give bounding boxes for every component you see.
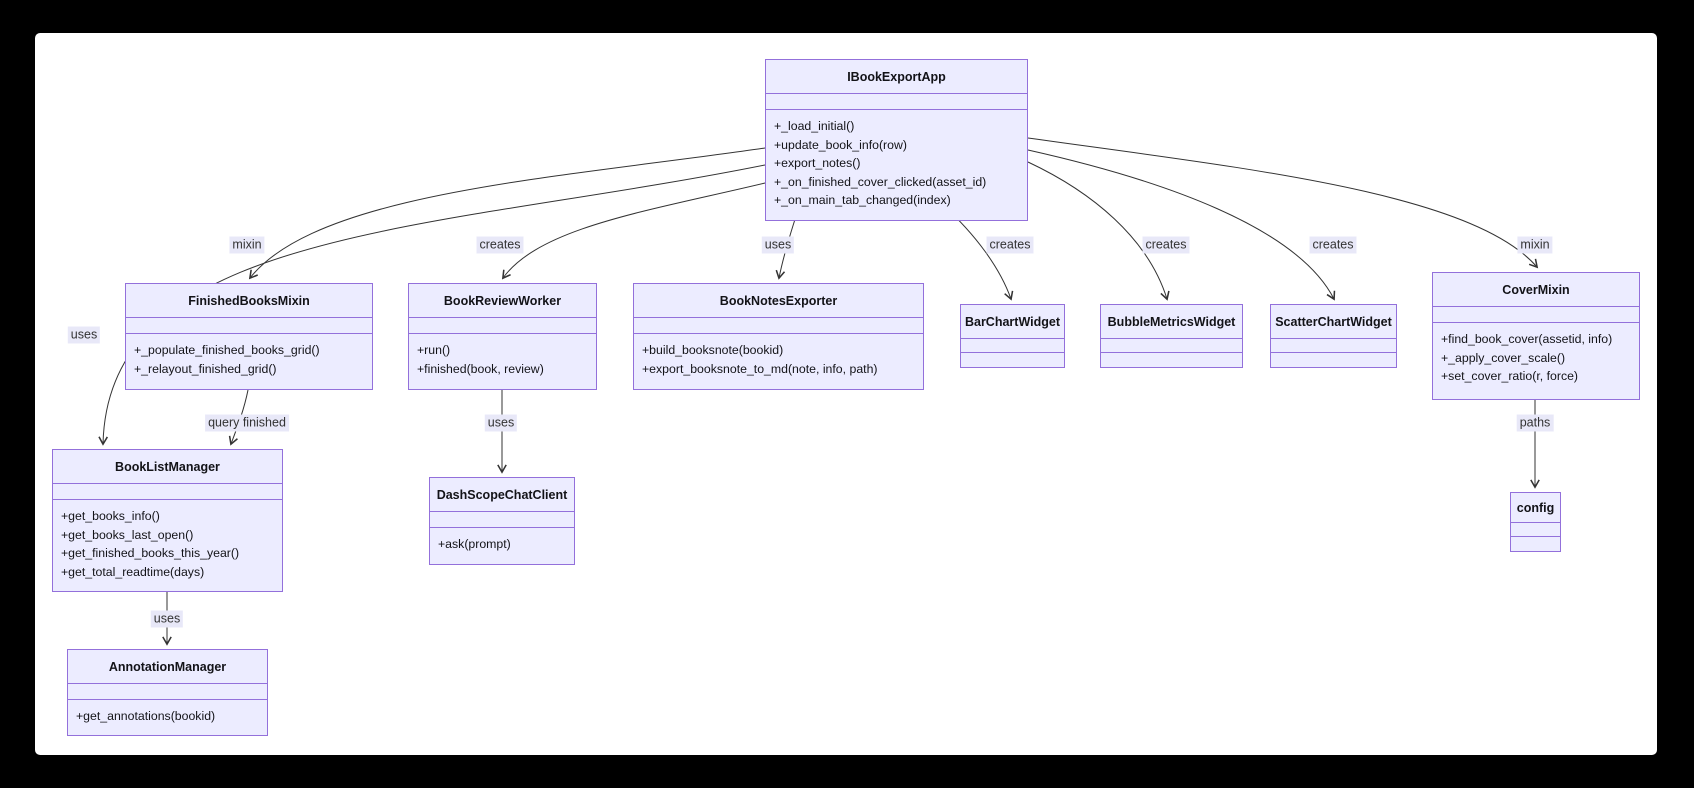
method: +get_books_info(): [61, 509, 160, 523]
method: +build_booksnote(bookid): [642, 343, 784, 357]
method: +set_cover_ratio(r, force): [1441, 369, 1579, 383]
class-scatterchartwidget: ScatterChartWidget: [1270, 304, 1397, 368]
method: +_apply_cover_scale(): [1441, 350, 1566, 365]
class-methods: +build_booksnote(bookid) +export_booksno…: [634, 334, 923, 389]
edge-label-uses-dashscopechatclient: uses: [484, 414, 518, 432]
class-methods: +get_books_info() +get_books_last_open()…: [53, 500, 282, 591]
edge-label-paths-config: paths: [1516, 414, 1554, 432]
method: +export_notes(): [774, 156, 861, 170]
class-title: DashScopeChatClient: [430, 478, 574, 512]
class-bubblemetricswidget: BubbleMetricsWidget: [1100, 304, 1243, 368]
edge-label-uses-booknotesexporter: uses: [761, 236, 795, 254]
edge-label-creates-barchartwidget: creates: [986, 236, 1034, 254]
class-attributes-empty: [1271, 339, 1396, 353]
edge-label-uses-booklistmanager: uses: [67, 326, 101, 344]
method: +_on_finished_cover_clicked(asset_id): [774, 174, 987, 189]
class-booklistmanager: BookListManager +get_books_info() +get_b…: [52, 449, 283, 592]
method: +get_finished_books_this_year(): [61, 546, 240, 560]
edge-label-creates-bookreviewworker: creates: [476, 236, 524, 254]
method: +run(): [417, 343, 451, 357]
class-attributes-empty: [766, 94, 1027, 110]
class-barchartwidget: BarChartWidget: [960, 304, 1065, 368]
class-methods: +_load_initial() +update_book_info(row) …: [766, 110, 1027, 220]
class-dashscopechatclient: DashScopeChatClient +ask(prompt): [429, 477, 575, 565]
class-attributes-empty: [1101, 339, 1242, 353]
edge-label-mixin-covermixin: mixin: [1517, 236, 1553, 254]
edge-label-query-finished: query finished: [205, 414, 289, 432]
class-attributes-empty: [1511, 523, 1560, 537]
edge-label-mixin-finishedbooksmixin: mixin: [229, 236, 265, 254]
class-attributes-empty: [409, 318, 596, 334]
method: +update_book_info(row): [774, 137, 907, 152]
class-covermixin: CoverMixin +find_book_cover(assetid, inf…: [1432, 272, 1640, 400]
method: +ask(prompt): [438, 537, 511, 551]
class-title: ScatterChartWidget: [1271, 305, 1396, 339]
class-attributes-empty: [1433, 307, 1639, 323]
class-methods-empty: [1101, 353, 1242, 367]
class-attributes-empty: [634, 318, 923, 334]
method: +get_annotations(bookid): [76, 709, 216, 723]
class-methods: +run() +finished(book, review): [409, 334, 596, 389]
class-methods: +ask(prompt): [430, 528, 574, 564]
class-title: BarChartWidget: [961, 305, 1064, 339]
class-title: BubbleMetricsWidget: [1101, 305, 1242, 339]
class-title: BookListManager: [53, 450, 282, 484]
class-methods: +get_annotations(bookid): [68, 700, 267, 735]
class-methods: +_populate_finished_books_grid() +_relay…: [126, 334, 372, 389]
class-annotationmanager: AnnotationManager +get_annotations(booki…: [67, 649, 268, 736]
method: +_populate_finished_books_grid(): [134, 343, 320, 357]
class-title: FinishedBooksMixin: [126, 284, 372, 318]
class-finishedbooksmixin: FinishedBooksMixin +_populate_finished_b…: [125, 283, 373, 390]
class-ibookexportapp: IBookExportApp +_load_initial() +update_…: [765, 59, 1028, 221]
method: +_on_main_tab_changed(index): [774, 193, 951, 207]
method: +export_booksnote_to_md(note, info, path…: [642, 361, 878, 376]
class-bookreviewworker: BookReviewWorker +run() +finished(book, …: [408, 283, 597, 390]
class-title: BookReviewWorker: [409, 284, 596, 318]
class-methods-empty: [961, 353, 1064, 367]
class-title: IBookExportApp: [766, 60, 1027, 94]
class-title: BookNotesExporter: [634, 284, 923, 318]
edge-label-creates-scatterchartwidget: creates: [1309, 236, 1357, 254]
class-attributes-empty: [961, 339, 1064, 353]
class-title: AnnotationManager: [68, 650, 267, 684]
edge-label-creates-bubblemetricswidget: creates: [1142, 236, 1190, 254]
method: +find_book_cover(assetid, info): [1441, 332, 1613, 346]
class-booknotesexporter: BookNotesExporter +build_booksnote(booki…: [633, 283, 924, 390]
class-attributes-empty: [53, 484, 282, 500]
method: +finished(book, review): [417, 361, 544, 376]
class-attributes-empty: [68, 684, 267, 700]
class-methods-empty: [1271, 353, 1396, 367]
class-methods-empty: [1511, 537, 1560, 551]
method: +get_books_last_open(): [61, 527, 194, 542]
method: +_relayout_finished_grid(): [134, 361, 277, 376]
class-title: config: [1511, 493, 1560, 523]
method: +get_total_readtime(days): [61, 564, 205, 579]
class-methods: +find_book_cover(assetid, info) +_apply_…: [1433, 323, 1639, 399]
class-config: config: [1510, 492, 1561, 552]
edge-label-uses-annotationmanager: uses: [150, 610, 184, 628]
method: +_load_initial(): [774, 119, 855, 133]
class-attributes-empty: [430, 512, 574, 528]
class-attributes-empty: [126, 318, 372, 334]
class-title: CoverMixin: [1433, 273, 1639, 307]
